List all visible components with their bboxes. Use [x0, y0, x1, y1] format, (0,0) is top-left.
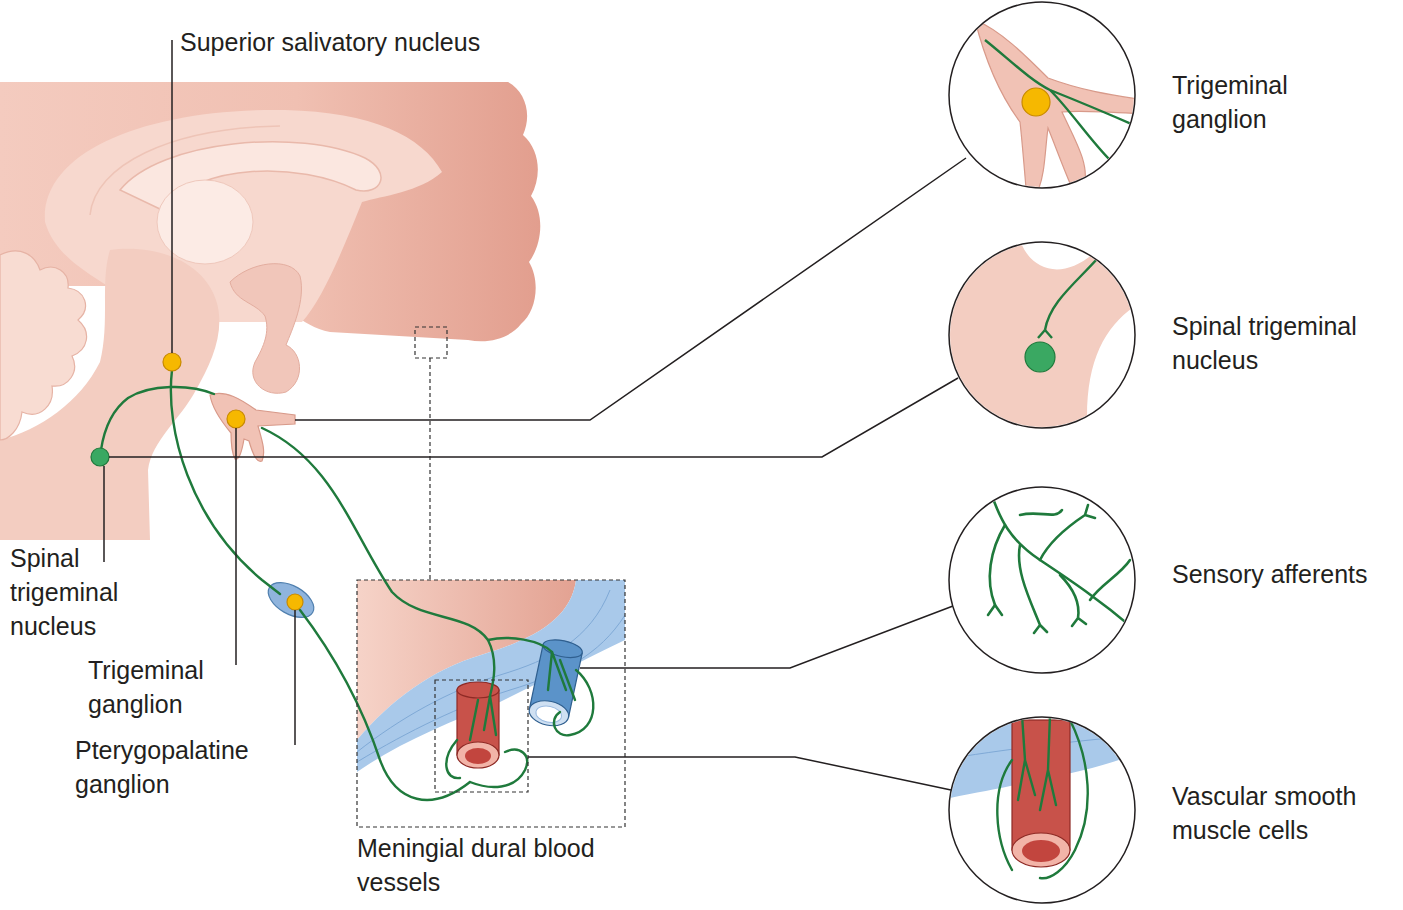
leader-lines [104, 40, 966, 790]
nucleus-label: Superior salivatory nucleus [180, 25, 580, 59]
zoom-circle-afferents-part-part [1020, 510, 1062, 515]
artery-part [465, 748, 491, 764]
zoom-circle-afferents [949, 487, 1135, 673]
zoom-marker-part [429, 358, 430, 580]
zoom-circle-vessel [940, 715, 1145, 903]
zoom-circle-afferents-part-part [990, 525, 1005, 605]
inset-frame [357, 580, 625, 827]
nerve-fibers-part [446, 740, 460, 778]
meninges-inset [357, 580, 625, 827]
afferent-label: Sensory afferents [1172, 557, 1398, 591]
zoom-circle-ganglion [949, 2, 1145, 190]
zoom-circle-nucleus-part-part [1025, 342, 1055, 372]
zoom-circle-ganglion-part [949, 2, 1135, 188]
zoom-circle-afferents-part [988, 490, 1135, 633]
meninges-inset-part [357, 590, 610, 752]
nucleus-label: Spinal trigeminal nucleus [1172, 309, 1400, 377]
zoom-circle-afferents-part [949, 487, 1135, 673]
nucleus-dots-part [227, 410, 245, 428]
zoom-circle-vessel-part [940, 715, 1145, 878]
leader-lines-part [171, 40, 173, 353]
ganglion-label: Trigeminal ganglion [1172, 68, 1352, 136]
nerve-fibers-part [101, 387, 214, 450]
artery-part [457, 742, 499, 768]
zoom-marker [415, 327, 447, 580]
nucleus-dots-part [163, 353, 181, 371]
brain-section-part [0, 249, 219, 540]
zoom-circle-ganglion-part-part [1050, 90, 1110, 160]
zoom-circle-vessel-part-part-part [997, 760, 1012, 870]
brain-section-part [120, 142, 381, 210]
zoom-circle-nucleus-part-part [1045, 250, 1105, 330]
zoom-circle-nucleus-part [949, 242, 1135, 428]
leader-lines-part [235, 428, 237, 665]
ganglion-label: Trigeminal ganglion [88, 653, 234, 721]
zoom-circle-nucleus-part [940, 240, 1145, 440]
zoom-circle-afferents-part-part [1060, 575, 1086, 626]
artery [457, 682, 499, 768]
inset-frame-part [357, 580, 625, 827]
leader-lines-part [109, 378, 958, 457]
zoom-circle-afferents-part-part [1090, 560, 1130, 600]
nerve-fibers-part [300, 610, 470, 800]
nucleus-dots-part [287, 594, 303, 610]
zoom-marker-part [415, 327, 447, 358]
zoom-circle-nucleus-part-part [940, 240, 1145, 440]
nucleus-dots-part [91, 448, 109, 466]
vessel-label: Meningial dural blood vessels [357, 831, 622, 899]
leader-lines-part [580, 606, 953, 668]
leader-lines-part [528, 757, 951, 790]
meninges-inset-part [357, 580, 625, 772]
brain-section-part [230, 264, 301, 394]
leader-lines-part [103, 466, 105, 562]
zoom-circle-vessel-part-part [1012, 833, 1070, 867]
zoom-circle-vessel-part-part-part [1018, 715, 1035, 800]
nerve-fibers [95, 370, 593, 800]
zoom-circle-afferents-part-part [990, 490, 1135, 630]
nucleus-dots [91, 353, 303, 610]
zoom-circle-ganglion-part-part [975, 20, 1145, 190]
zoom-circle-afferents-part-part [988, 605, 1002, 615]
nerve-fibers-part [470, 750, 527, 787]
zoom-circle-vessel-part-part [997, 715, 1087, 878]
zoom-circle-vessel-part-part [1022, 840, 1060, 862]
zoom-circle-vessel-part-part-part [1040, 715, 1056, 810]
zoom-circle-vessel-part-part-part [1040, 720, 1088, 878]
leader-lines-part [295, 158, 966, 420]
trigeminal-ganglion-shape-part [210, 393, 295, 461]
zoom-circle-afferents-part-part [1019, 545, 1047, 633]
leader-lines-part [294, 610, 296, 745]
trigeminal-ganglion-shape [210, 393, 295, 461]
inset-frame-part [435, 680, 528, 792]
nerve-fibers-part [554, 670, 593, 735]
nerve-fibers-part [488, 638, 552, 652]
brain-section-part [0, 251, 87, 440]
nerve-fibers-part [262, 428, 494, 696]
ganglion-label: Pterygopalatine ganglion [75, 733, 290, 801]
nerve-fibers-part [470, 696, 496, 740]
zoom-circle-ganglion-part [975, 20, 1145, 190]
nerve-fibers-part [171, 370, 280, 594]
muscle-label: Vascular smooth muscle cells [1172, 779, 1398, 847]
zoom-circle-nucleus-part-part [1038, 330, 1052, 338]
zoom-circle-nucleus [940, 240, 1145, 440]
zoom-circle-ganglion-part-part [985, 40, 1145, 130]
nerve-fibers-part [548, 652, 575, 700]
zoom-circle-afferents-part [949, 487, 1135, 673]
brain-section [0, 82, 540, 540]
pterygopalatine-ganglion-shape-part [262, 575, 319, 624]
zoom-circle-vessel-part [949, 717, 1135, 903]
nucleus-label: Spinal trigeminal nucleus [10, 541, 160, 643]
zoom-circle-vessel-part [949, 717, 1135, 903]
pterygopalatine-ganglion-shape [262, 575, 319, 624]
meninges-inset-part [357, 580, 625, 827]
vein-part-part [527, 697, 571, 729]
zoom-circle-ganglion-part-part [1022, 88, 1050, 116]
